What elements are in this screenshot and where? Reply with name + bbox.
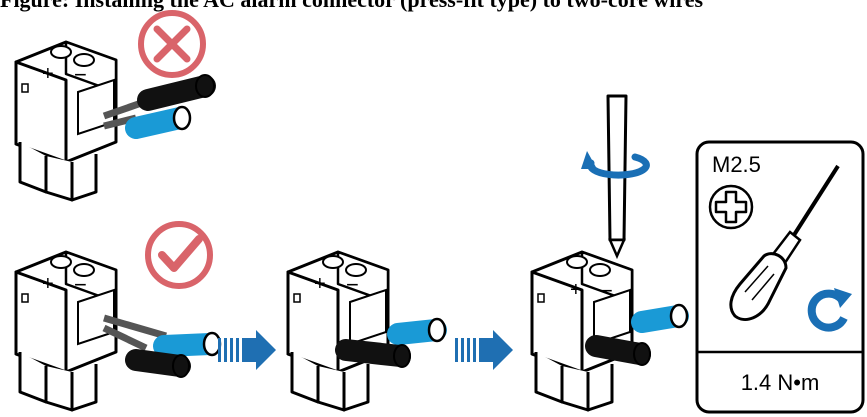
blue-wire [164, 333, 220, 355]
minus-label: − [74, 272, 87, 297]
arrow-right-icon [455, 330, 513, 370]
correct-installation: + − [16, 224, 220, 410]
connector-inserted: + − [288, 252, 388, 410]
cross-circle-icon [141, 13, 203, 75]
check-circle-icon [148, 224, 210, 286]
blue-wire [398, 319, 445, 341]
minus-label: − [600, 278, 613, 303]
phillips-head-icon [710, 186, 752, 228]
arrow-right-icon [218, 330, 276, 370]
black-wire [136, 355, 189, 377]
screw-size-label: M2.5 [712, 152, 761, 177]
plus-label: + [42, 273, 54, 295]
blue-wire [642, 305, 687, 327]
connector-right: + − [16, 252, 166, 410]
torque-label: 1.4 N•m [741, 370, 820, 395]
plus-label: + [314, 273, 326, 295]
tool-spec-panel: M2.5 1.4 N•m [697, 142, 863, 412]
minus-label: − [74, 62, 87, 87]
minus-label: − [346, 272, 359, 297]
plus-label: + [42, 63, 54, 85]
plus-label: + [570, 279, 582, 301]
connector-tightened: + − [532, 252, 632, 410]
blue-wire [136, 107, 190, 129]
wrong-installation: + − [16, 13, 214, 200]
black-wire [148, 75, 214, 100]
